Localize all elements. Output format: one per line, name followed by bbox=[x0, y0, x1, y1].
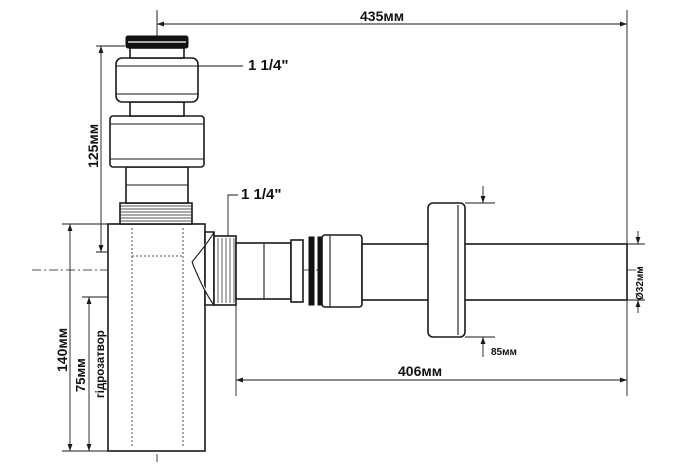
overall-length-label: 435мм bbox=[360, 8, 404, 24]
rubber-seal-1 bbox=[308, 236, 315, 306]
spindle bbox=[129, 101, 185, 117]
dimension-lines bbox=[67, 21, 641, 451]
side-thread-label: 1 1/4" bbox=[241, 186, 281, 203]
water-seal-name-label: гідрозатвор bbox=[95, 330, 107, 398]
water-seal-height-label: 75мм bbox=[73, 358, 88, 392]
inlet-assembly bbox=[109, 35, 205, 225]
trap-bottle bbox=[107, 223, 206, 452]
flange-size-label: 85мм bbox=[491, 347, 517, 358]
trap-body bbox=[107, 223, 206, 452]
wall-flange bbox=[427, 202, 466, 338]
side-thread-lines bbox=[217, 238, 235, 303]
collar-thread bbox=[120, 205, 192, 222]
outlet-length-label: 406мм bbox=[398, 363, 442, 379]
reducer-ring bbox=[290, 239, 304, 303]
upper-height-label: 125мм bbox=[85, 124, 101, 168]
dimension-labels: 435мм 406мм 1 1/4" 1 1/4" 125мм 140мм 75… bbox=[54, 8, 646, 398]
side-thread-ring bbox=[213, 235, 237, 306]
top-thread-label: 1 1/4" bbox=[248, 57, 288, 74]
outlet-nut bbox=[321, 234, 363, 308]
upper-nut bbox=[115, 57, 199, 103]
cap-neck bbox=[129, 47, 185, 59]
body-height-label: 140мм bbox=[54, 328, 70, 372]
side-thread-leader bbox=[227, 194, 238, 238]
outlet-pipe bbox=[361, 243, 628, 301]
outlet-assembly bbox=[191, 202, 628, 338]
pipe-diameter-label: Ø32мм bbox=[635, 266, 646, 300]
